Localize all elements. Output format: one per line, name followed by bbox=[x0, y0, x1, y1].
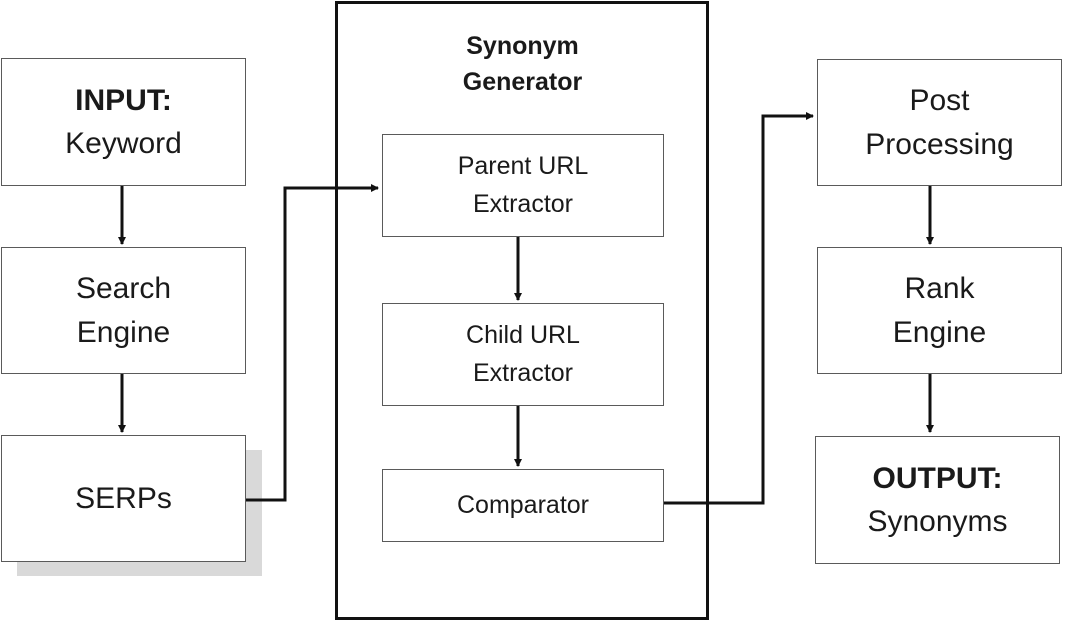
synonym-generator-frame bbox=[335, 1, 709, 620]
synonym-generator-title: Synonym Generator bbox=[337, 28, 708, 101]
input-box: INPUT: Keyword bbox=[1, 58, 246, 186]
parent-url-extractor-box: Parent URL Extractor bbox=[382, 134, 664, 237]
comparator-box: Comparator bbox=[382, 469, 664, 542]
input-keyword-label: Keyword bbox=[65, 127, 182, 160]
post-processing-box: Post Processing bbox=[817, 59, 1062, 186]
serps-label: SERPs bbox=[75, 481, 172, 515]
post-processing-line2: Processing bbox=[865, 127, 1014, 161]
child-url-extractor-line1: Child URL bbox=[466, 321, 580, 349]
post-processing-line1: Post bbox=[909, 84, 970, 117]
serps-box: SERPs bbox=[1, 435, 246, 562]
child-url-extractor-box: Child URL Extractor bbox=[382, 303, 664, 406]
parent-url-extractor-line1: Parent URL bbox=[457, 152, 589, 180]
search-engine-box: Search Engine bbox=[1, 247, 246, 374]
rank-engine-line2: Engine bbox=[892, 315, 987, 349]
child-url-extractor-line2: Extractor bbox=[472, 358, 574, 387]
rank-engine-line1: Rank bbox=[904, 272, 975, 305]
rank-engine-box: Rank Engine bbox=[817, 247, 1062, 374]
arrow-comparator-to-post-processing bbox=[664, 112, 814, 505]
search-engine-line1: Search bbox=[75, 272, 172, 305]
synonym-generator-title-line1: Synonym bbox=[466, 32, 579, 60]
parent-url-extractor-line2: Extractor bbox=[472, 189, 574, 218]
input-heading: INPUT: bbox=[75, 83, 172, 117]
search-engine-line2: Engine bbox=[76, 315, 171, 349]
output-box: OUTPUT: Synonyms bbox=[815, 436, 1060, 564]
output-heading: OUTPUT: bbox=[872, 461, 1003, 495]
output-synonyms-label: Synonyms bbox=[867, 505, 1008, 538]
comparator-label: Comparator bbox=[457, 490, 589, 519]
arrow-serps-to-parent-url-extractor bbox=[246, 184, 379, 502]
synonym-generator-title-line2: Generator bbox=[462, 68, 583, 97]
